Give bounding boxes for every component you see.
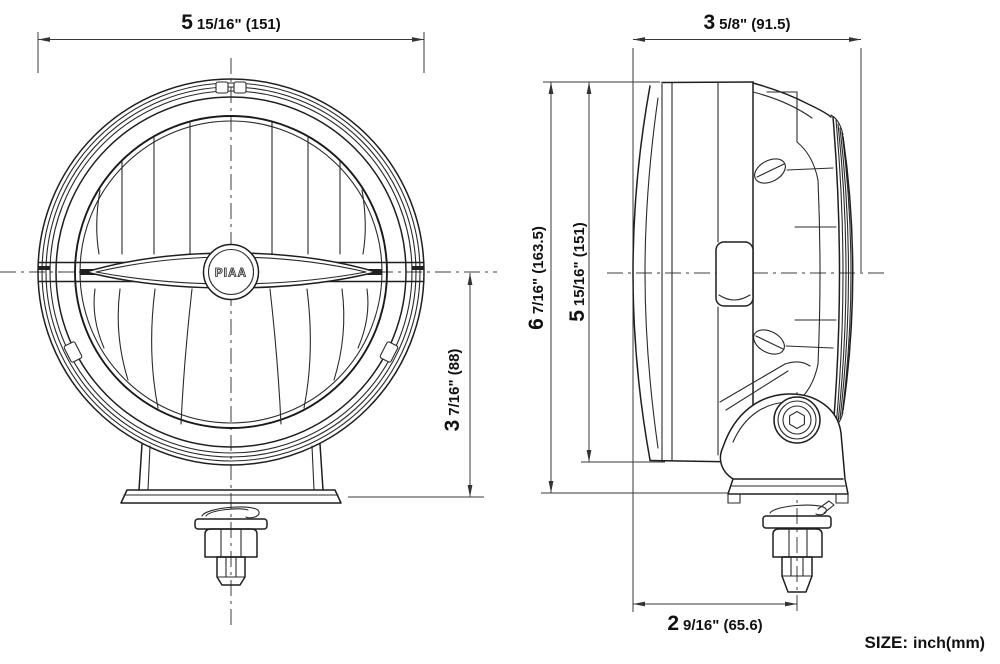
spring-washer xyxy=(201,506,260,519)
front-bezel-rings xyxy=(37,78,425,466)
dim-value: 5/8" (91.5) xyxy=(719,16,790,33)
dim-value: 5 xyxy=(181,11,193,34)
flat-washer xyxy=(762,515,832,529)
dim-side-overall-height-label: 6 7/16" (163.5) xyxy=(525,226,548,330)
dim-side-heights: 6 7/16" (163.5) 5 15/16" (151) xyxy=(525,81,733,494)
lens-edge xyxy=(74,115,388,429)
dim-side-body-height-label: 5 15/16" (151) xyxy=(566,222,589,322)
wiring-clip xyxy=(715,241,754,307)
front-mount-bracket xyxy=(120,443,342,504)
side-clip xyxy=(715,241,754,307)
dim-value: 5 xyxy=(566,310,589,322)
front-view: PIAA 515/16" (151) 3 7/16" (88) xyxy=(0,11,497,628)
units-note: SIZE: inch(mm) xyxy=(865,633,985,652)
lens-front-profile xyxy=(842,136,854,411)
dim-value: 15/16" (151) xyxy=(571,222,588,306)
top-tab xyxy=(233,81,247,94)
piaa-logo: PIAA xyxy=(215,268,247,280)
dim-value: 7/16" (88) xyxy=(446,349,463,416)
dim-front-below-center: 3 7/16" (88) xyxy=(348,273,484,498)
side-tab xyxy=(379,341,399,363)
hex-nut xyxy=(204,528,258,558)
dim-value: 3 xyxy=(441,420,464,432)
dim-value: 9/16" (65.6) xyxy=(683,617,763,634)
side-mounting-bolt xyxy=(762,500,835,593)
units-note-label: SIZE: xyxy=(865,633,908,652)
dim-value: 6 xyxy=(525,318,548,330)
front-logo-badge: PIAA xyxy=(202,243,260,301)
side-bezel-rim xyxy=(830,114,854,431)
dim-value: 3 xyxy=(703,11,715,34)
back-profile xyxy=(632,85,651,461)
front-mounting-bolt xyxy=(194,506,268,586)
dim-value: 2 xyxy=(667,612,679,635)
top-tab xyxy=(215,81,229,94)
dim-value: 15/16" (151) xyxy=(197,16,281,33)
side-vents xyxy=(753,158,786,355)
side-tab xyxy=(63,341,83,363)
hex-nut xyxy=(772,528,823,558)
dim-value: 7/16" (163.5) xyxy=(530,226,547,314)
dim-front-below-center-label: 3 7/16" (88) xyxy=(441,349,464,432)
front-bezel-tabs xyxy=(63,81,399,363)
pivot-hex-bolt xyxy=(789,410,805,430)
side-bracket xyxy=(719,361,849,504)
spring-washer xyxy=(769,504,827,516)
units-note-value: inch(mm) xyxy=(913,635,985,652)
